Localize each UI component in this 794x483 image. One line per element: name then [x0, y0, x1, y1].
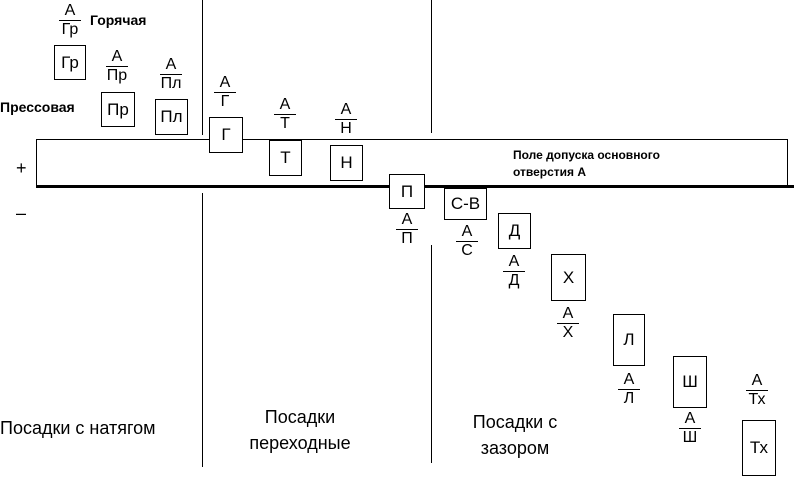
- minus-sign: –: [16, 203, 27, 223]
- fit-fraction-pr: А Пр: [99, 48, 135, 84]
- fraction-denominator: Д: [508, 272, 520, 289]
- tolerance-field-label-line1: Поле допуска основного: [513, 148, 660, 162]
- shaft-box-gr: Гр: [54, 45, 86, 80]
- fraction-bar: [456, 241, 478, 242]
- fraction-numerator: А: [623, 371, 635, 388]
- fit-fraction-p: А П: [389, 211, 425, 247]
- fraction-bar: [59, 20, 81, 21]
- fit-fraction-t: А Т: [267, 96, 303, 132]
- fraction-numerator: А: [751, 372, 763, 389]
- fraction-numerator: А: [562, 305, 574, 322]
- fraction-numerator: А: [340, 101, 352, 118]
- fit-fraction-sh: А Ш: [672, 410, 708, 446]
- separator-line-left-upper: [202, 0, 203, 135]
- press-fit-label: Прессовая: [0, 99, 75, 115]
- fraction-bar: [503, 271, 525, 272]
- fraction-denominator: Гр: [61, 21, 79, 38]
- fit-fraction-pl: А Пл: [153, 56, 189, 92]
- shaft-box-x: Х: [551, 254, 586, 301]
- fraction-numerator: А: [219, 74, 231, 91]
- fraction-denominator: Н: [340, 120, 352, 137]
- fraction-denominator: Т: [280, 115, 290, 132]
- fraction-denominator: П: [401, 230, 413, 247]
- fraction-numerator: А: [165, 56, 177, 73]
- base-hole-tolerance-field: [36, 139, 788, 186]
- fraction-denominator: Х: [562, 324, 574, 341]
- fraction-numerator: А: [461, 223, 473, 240]
- clearance-fits-caption-line1: Посадки с: [472, 412, 558, 432]
- clearance-fits-caption: Посадки с зазором: [450, 409, 580, 461]
- shaft-box-pl: Пл: [155, 99, 188, 135]
- shaft-box-n: Н: [330, 145, 363, 181]
- fit-fraction-d: А Д: [496, 253, 532, 289]
- shaft-box-l: Л: [613, 314, 645, 366]
- fit-fraction-tx: А Тх: [739, 372, 775, 408]
- fraction-bar: [106, 66, 128, 67]
- tolerance-field-label-line2: отверстия А: [513, 165, 587, 179]
- fraction-denominator: Л: [623, 390, 635, 407]
- fit-fraction-s: А С: [449, 223, 485, 259]
- fraction-bar: [274, 114, 296, 115]
- fraction-bar: [396, 229, 418, 230]
- fraction-numerator: А: [279, 96, 291, 113]
- tolerance-field-label: Поле допуска основного отверстия А: [513, 147, 660, 181]
- fit-fraction-n: А Н: [328, 101, 364, 137]
- fraction-bar: [557, 323, 579, 324]
- fit-fraction-x: А Х: [550, 305, 586, 341]
- fraction-denominator: Пр: [106, 67, 128, 84]
- shaft-box-p: П: [389, 174, 425, 209]
- fraction-denominator: Пл: [160, 75, 182, 92]
- separator-line-right-upper: [431, 0, 432, 133]
- fit-fraction-g: А Г: [207, 74, 243, 110]
- fraction-denominator: Ш: [682, 429, 698, 446]
- shaft-box-sh: Ш: [673, 356, 707, 408]
- shaft-box-t: Т: [269, 140, 302, 176]
- fraction-bar: [160, 74, 182, 75]
- fraction-bar: [679, 428, 701, 429]
- shaft-box-pr: Пр: [101, 92, 135, 127]
- fraction-numerator: А: [64, 2, 76, 19]
- plus-sign: +: [16, 158, 27, 178]
- shaft-box-s-v: С-В: [444, 188, 487, 220]
- fraction-numerator: А: [111, 48, 123, 65]
- fraction-bar: [618, 389, 640, 390]
- transition-fits-caption-line2: переходные: [249, 433, 351, 453]
- fraction-bar: [335, 119, 357, 120]
- separator-line-left-lower: [202, 193, 203, 467]
- interference-fits-caption: Посадки с натягом: [0, 418, 156, 438]
- fraction-numerator: А: [508, 253, 520, 270]
- fraction-numerator: А: [684, 410, 696, 427]
- separator-line-right-lower: [431, 245, 432, 463]
- fraction-denominator: Тх: [748, 391, 766, 408]
- fit-fraction-gr: А Гр: [52, 2, 88, 38]
- shaft-box-g: Г: [209, 117, 243, 153]
- fit-fraction-l: А Л: [611, 371, 647, 407]
- fraction-denominator: С: [461, 242, 473, 259]
- fraction-denominator: Г: [220, 93, 230, 110]
- transition-fits-caption-line1: Посадки: [264, 407, 336, 427]
- transition-fits-caption: Посадки переходные: [230, 404, 370, 456]
- fraction-numerator: А: [401, 211, 413, 228]
- fraction-bar: [746, 390, 768, 391]
- shaft-box-d: Д: [498, 213, 531, 249]
- fraction-bar: [214, 92, 236, 93]
- shaft-box-tx: Тх: [742, 420, 776, 476]
- clearance-fits-caption-line2: зазором: [480, 438, 550, 458]
- hot-fit-label: Горячая: [90, 12, 147, 28]
